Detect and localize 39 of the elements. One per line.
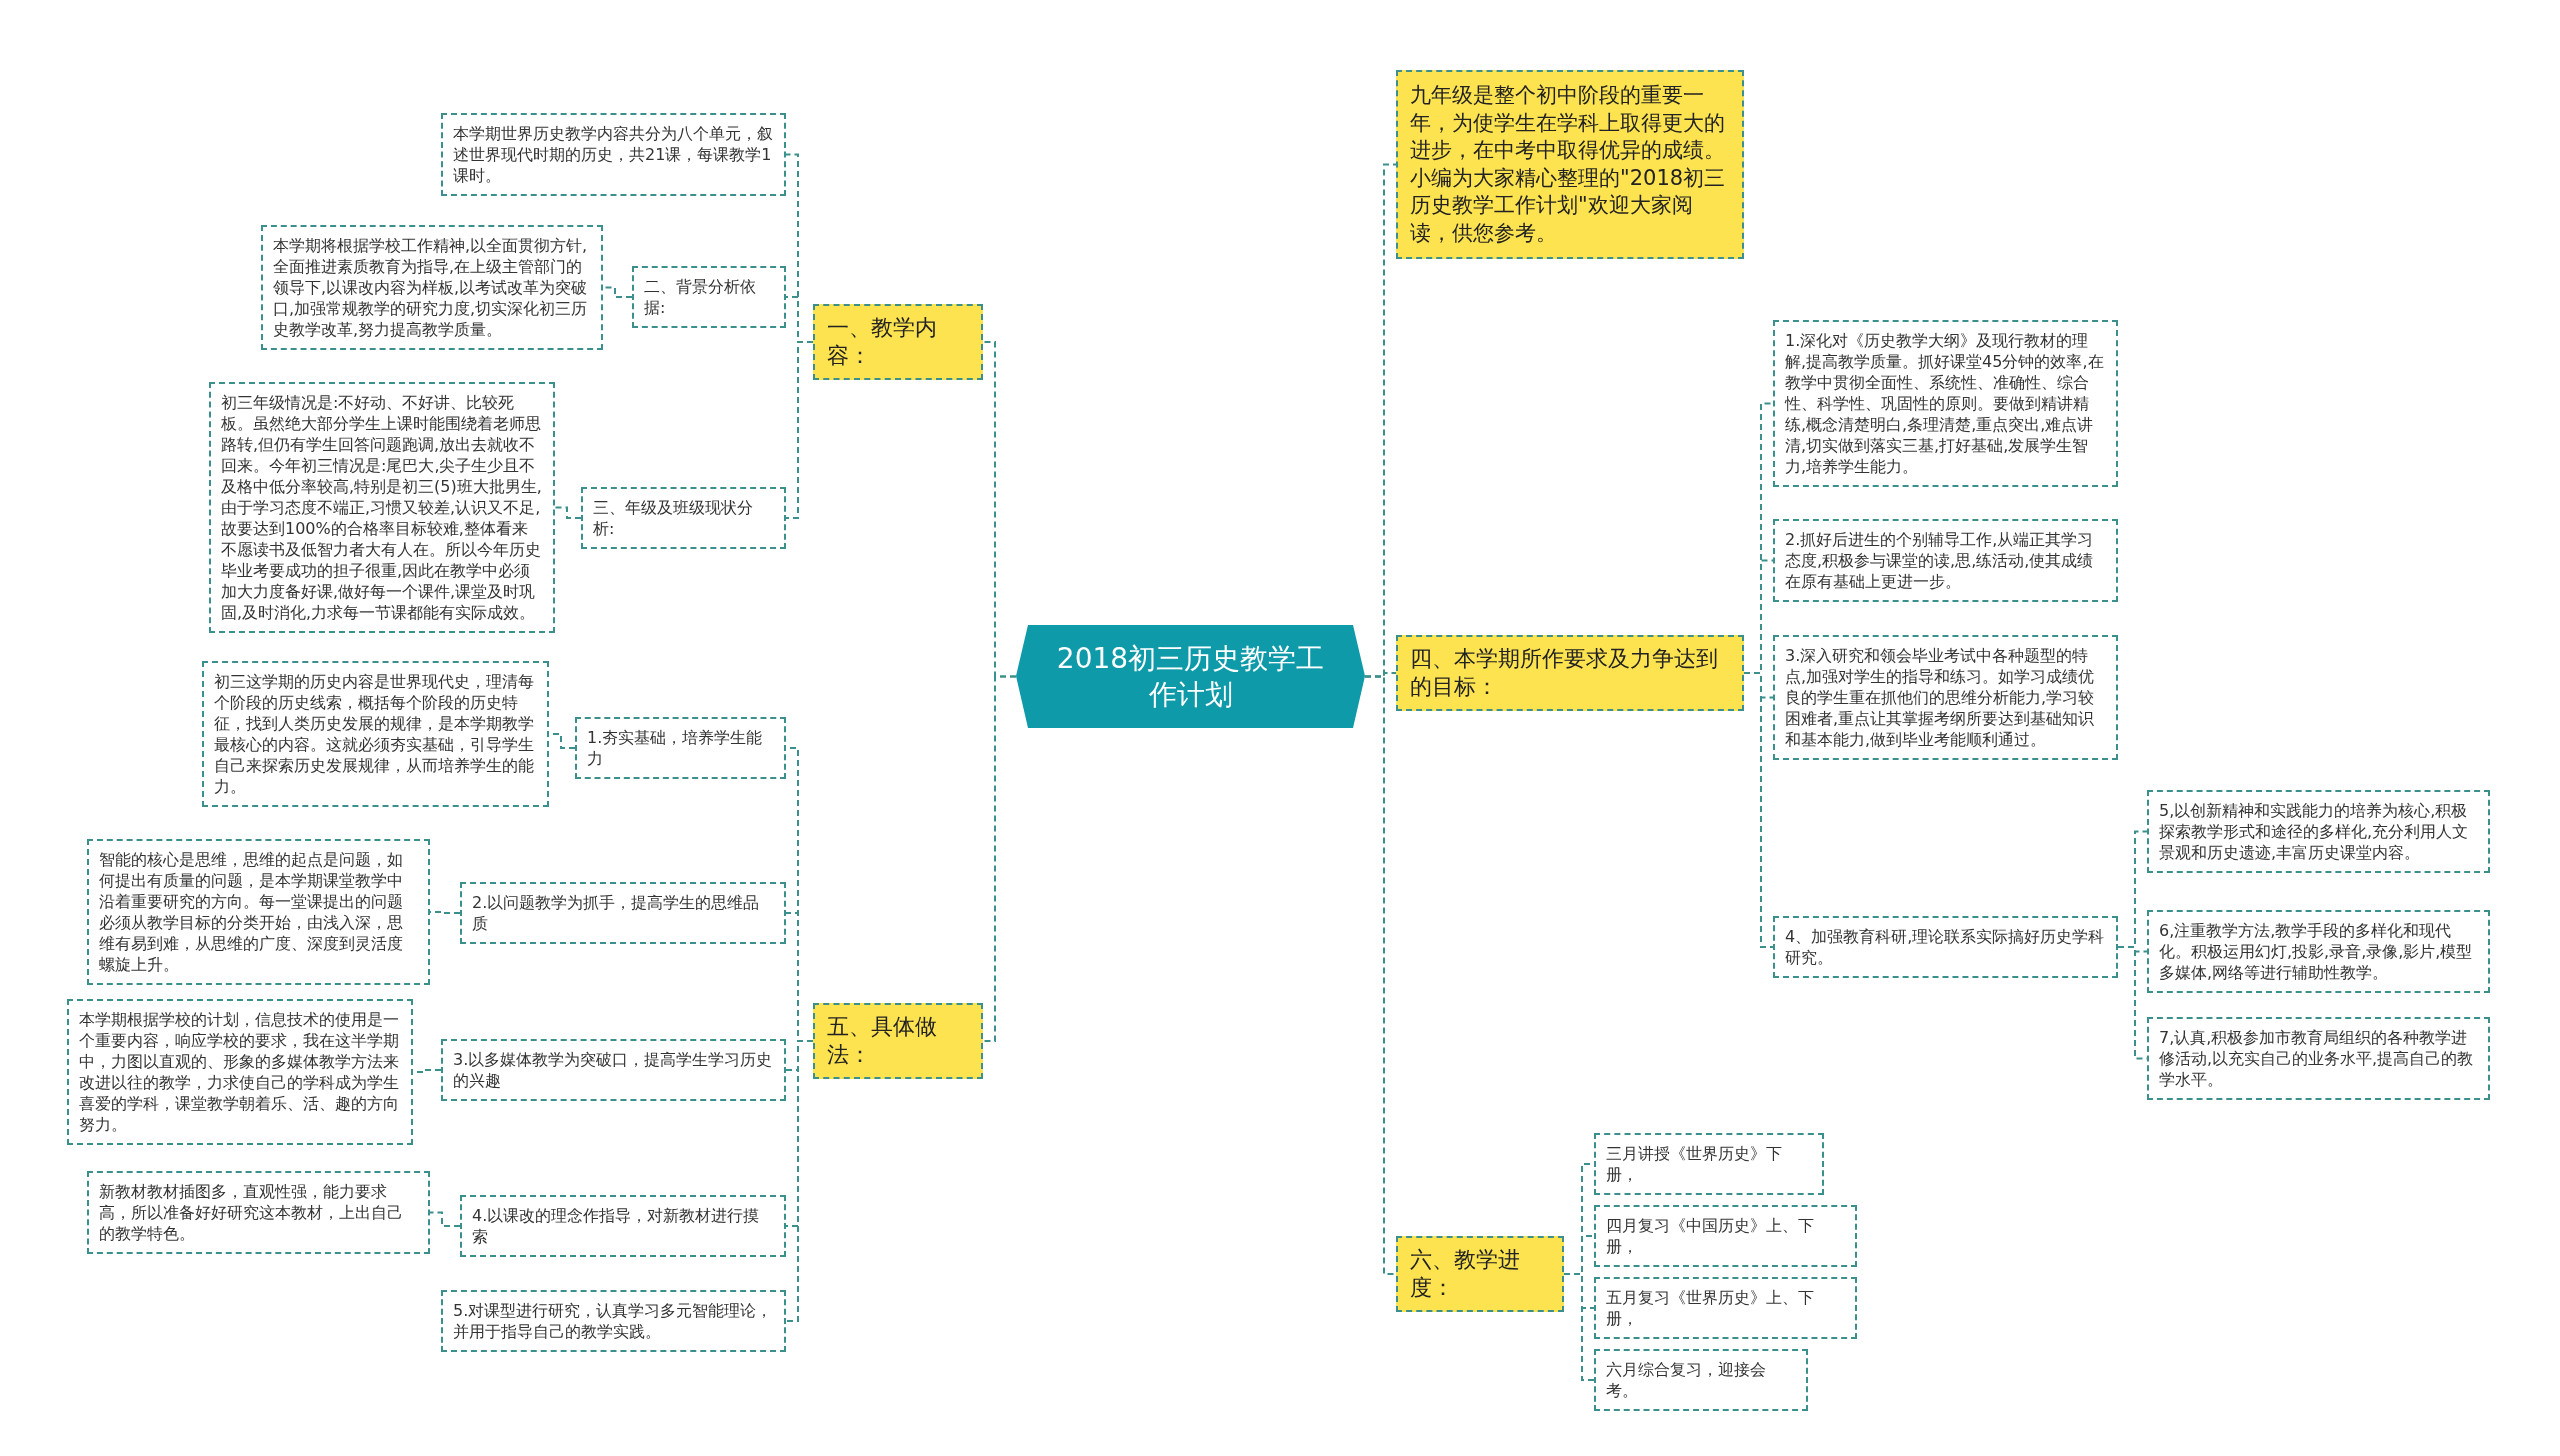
topic-box: 九年级是整个初中阶段的重要一年，为使学生在学科上取得更大的进步，在中考中取得优异的成绩。小编为大家精心整理的"2018初三历史教学工作计划"欢迎大家阅读，供您参考。	[1396, 70, 1744, 259]
topic-box: 一、教学内容：	[813, 304, 983, 380]
connector-line	[1743, 672, 1774, 948]
text-box: 智能的核心是思维，思维的起点是问题，如何提出有质量的问题，是本学期课堂教学中沿着重要研究的方向。每一堂课提出的问题必须从教学目标的分类开始，由浅入深，思维有易到难，从思维的广度、深度到灵活度螺旋上升。	[87, 839, 430, 985]
text-box: 初三年级情况是:不好动、不好讲、比较死板。虽然绝大部分学生上课时能围绕着老师思路转,但仍有学生回答问题跑调,放出去就收不回来。今年初三情况是:尾巴大,尖子生少且不及格中低分率较高,特别是初三(5)班大批男生,由于学习态度不端正,习惯又较差,认识又不足,故要达到100%的合格率目标较难,整体看来不愿读书及低智力者大有人在。所以今年历史毕业考要成功的担子很重,因此在教学中必须加大力度备好课,做好每一个课件,课堂及时巩固,及时消化,力求每一节课都能有实际成效。	[209, 382, 555, 633]
text-box: 初三这学期的历史内容是世界现代史，理清每个阶段的历史线索，概括每个阶段的历史特征，找到人类历史发展的规律，是本学期教学最核心的内容。这就必须夯实基础，引导学生自己来探索历史发展规律，从而培养学生的能力。	[202, 661, 549, 807]
topic-box: 六、教学进度：	[1396, 1236, 1564, 1312]
central-topic-hexagon: 2018初三历史教学工作计划	[1016, 625, 1365, 728]
connector-line	[785, 1040, 814, 1322]
text-box: 5.对课型进行研究，认真学习多元智能理论，并用于指导自己的教学实践。	[441, 1290, 786, 1352]
connector-line	[1364, 675, 1397, 1275]
text-box: 2.抓好后进生的个别辅导工作,从端正其学习态度,积极参与课堂的读,思,练活动,使其成绩在原有基础上更进一步。	[1773, 519, 2118, 602]
text-box: 二、背景分析依据:	[632, 266, 786, 328]
text-box: 4、加强教育科研,理论联系实际搞好历史学科研究。	[1773, 916, 2118, 978]
topic-box: 四、本学期所作要求及力争达到的目标：	[1396, 635, 1744, 711]
text-box: 四月复习《中国历史》上、下册，	[1594, 1205, 1857, 1267]
text-box: 本学期根据学校的计划，信息技术的使用是一个重要内容，响应学校的要求，我在这半学期中，力图以直观的、形象的多媒体教学方法来改进以往的教学，力求使自己的学科成为学生喜爱的学科，课堂教学朝着乐、活、趣的方向努力。	[67, 999, 413, 1145]
text-box: 新教材教材插图多，直观性强，能力要求高，所以准备好好研究这本教材，上出自己的教学特色。	[87, 1171, 430, 1254]
text-box: 4.以课改的理念作指导，对新教材进行摸索	[460, 1195, 786, 1257]
text-box: 2.以问题教学为抓手，提高学生的思维品质	[460, 882, 786, 944]
text-box: 1.夯实基础，培养学生能力	[575, 717, 786, 779]
text-box: 1.深化对《历史教学大纲》及现行教材的理解,提高教学质量。抓好课堂45分钟的效率,在教学中贯彻全面性、系统性、准确性、综合性、科学性、巩固性的原则。要做到精讲精练,概念清楚明白,条理清楚,重点突出,难点讲清,切实做到落实三基,打好基础,发展学生智力,培养学生能力。	[1773, 320, 2118, 487]
text-box: 7,认真,积极参加市教育局组织的各种教学进修活动,以充实自己的业务水平,提高自己的教学水平。	[2147, 1017, 2490, 1100]
connector-line	[1563, 1273, 1595, 1381]
text-box: 5,以创新精神和实践能力的培养为核心,积极探索教学形式和途径的多样化,充分利用人文景观和历史遗迹,丰富历史课堂内容。	[2147, 790, 2490, 873]
text-box: 3.深入研究和领会毕业考试中各种题型的特点,加强对学生的指导和练习。如学习成绩优良的学生重在抓他们的思维分析能力,学习较困难者,重点让其掌握考纲所要达到基础知识和基本能力,做到毕业考能顺利通过。	[1773, 635, 2118, 760]
text-box: 三、年级及班级现状分析:	[581, 487, 786, 549]
text-box: 3.以多媒体教学为突破口，提高学生学习历史的兴趣	[441, 1039, 786, 1101]
connector-line	[429, 1211, 461, 1227]
text-box: 三月讲授《世界历史》下册，	[1594, 1133, 1824, 1195]
text-box: 本学期将根据学校工作精神,以全面贯彻方针,全面推进素质教育为指导,在上级主管部门的领导下,以课改内容为样板,以考试改革为突破口,加强常规教学的研究力度,切实深化初三历史教学改革,努力提高教学质量。	[261, 225, 603, 350]
connector-line	[785, 341, 814, 519]
topic-box: 五、具体做法：	[813, 1003, 983, 1079]
text-box: 五月复习《世界历史》上、下册，	[1594, 1277, 1857, 1339]
text-box: 六月综合复习，迎接会考。	[1594, 1349, 1808, 1411]
text-box: 6,注重教学方法,教学手段的多样化和现代化。积极运用幻灯,投影,录音,录像,影片,模型多媒体,网络等进行辅助性教学。	[2147, 910, 2490, 993]
connector-line	[554, 506, 582, 519]
connector-line	[982, 675, 1017, 1042]
text-box: 本学期世界历史教学内容共分为八个单元，叙述世界现代时期的历史，共21课，每课教学1课时。	[441, 113, 786, 196]
